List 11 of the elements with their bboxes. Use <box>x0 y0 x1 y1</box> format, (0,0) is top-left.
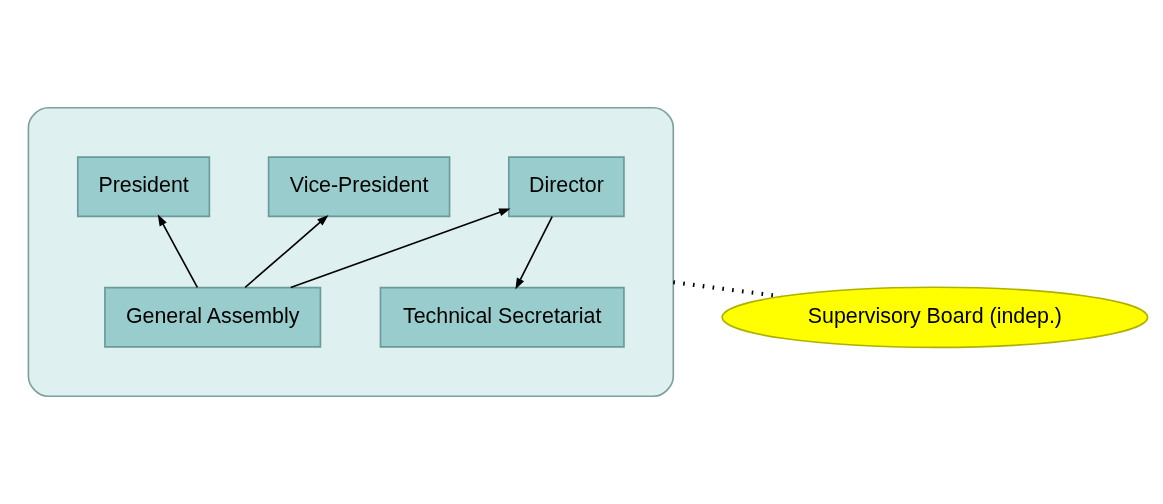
arrow <box>244 214 329 289</box>
node-box: Technical Secretariat <box>379 286 625 348</box>
arrow <box>515 215 553 290</box>
node-box: President <box>76 156 211 218</box>
node-box: General Assembly <box>104 286 322 348</box>
node-box: Vice-President <box>267 156 451 218</box>
node-ellipse: Supervisory Board (indep.) <box>721 286 1149 349</box>
node-box: Director <box>507 156 625 218</box>
arrow <box>157 214 199 289</box>
arrow <box>289 208 511 289</box>
cluster <box>27 106 675 398</box>
